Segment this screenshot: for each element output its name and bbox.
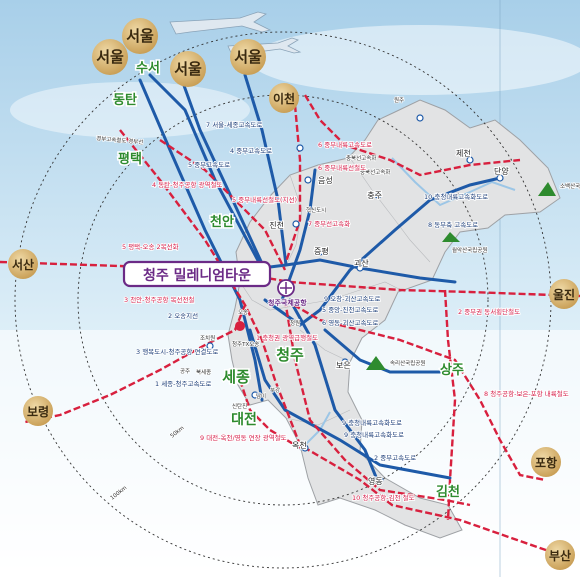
road-label-9b: 9 충청내륙고속화도로 [342, 418, 402, 427]
airport-marker: 청주국제공항 [267, 279, 308, 308]
city-suseo: 수서 [136, 61, 160, 76]
label-chungbuk-line: 충북선고속화 [360, 168, 390, 176]
external-city-seoul-2: 서울 [92, 39, 128, 75]
city-daejeon: 대전 [231, 411, 257, 428]
svg-text:서울: 서울 [234, 48, 262, 66]
svg-text:울진: 울진 [553, 287, 575, 302]
town-cheongwon: 청원 [290, 319, 300, 327]
road-label-10: 10 충청내륙고속화도로 [424, 192, 488, 201]
road-label-9: 9 오창-괴산고속도로 [324, 294, 380, 303]
road-label-5c: 5 중앙-진천고속도로 [322, 305, 378, 314]
city-sangju: 상주 [440, 363, 464, 378]
external-city-icheon: 이천 [269, 83, 299, 113]
road-label-2b: 2 중부고속도로 [374, 454, 416, 462]
external-city-seoul-4: 서울 [230, 39, 266, 75]
songnisan-label: 속리산국립공원 [390, 359, 425, 367]
city-cheongju: 청주 [276, 346, 304, 364]
rail-label-4: 4 동탄-청주공항 광역철도 [152, 180, 222, 189]
external-city-busan: 부산 [545, 540, 575, 570]
town-hyeoksin: 혁신도시 [306, 206, 326, 214]
town-nami: 남이 [256, 392, 266, 400]
road-label-2: 2 오송지선 [168, 311, 198, 320]
town-gongju: 공주 [180, 368, 190, 375]
external-city-uljin: 울진 [549, 279, 579, 309]
woraksan-label: 월악산국립공원 [452, 246, 487, 254]
station-dots [206, 114, 504, 484]
external-city-seoul-1: 서울 [122, 18, 158, 54]
town-jeungpyeong: 증평 [314, 246, 329, 256]
town-okcheon: 옥천 [292, 440, 307, 450]
town-bukseojong: 북세종 [196, 368, 211, 376]
road-label-6b: 6 영동-괴산고속도로 [322, 318, 378, 327]
city-sejong: 세종 [222, 368, 250, 386]
town-goesan: 괴산 [354, 258, 369, 268]
city-pyeongtaek: 평택 [118, 151, 142, 167]
road-label-9c: 9 충청내륙고속화도로 [344, 430, 404, 439]
airplane-icon [169, 11, 272, 35]
city-cheonan: 천안 [210, 214, 234, 230]
town-chungju: 충주 [367, 191, 382, 200]
town-wonju: 원주 [394, 96, 404, 104]
road-label-6: 6 중부내륙고속도로 [318, 140, 372, 149]
road-label-7a: 7 서울-세종고속도로 [206, 120, 262, 129]
town-danyang: 단양 [494, 166, 509, 176]
svg-text:청주 밀레니엄타운: 청주 밀레니엄타운 [143, 268, 251, 284]
label-chungbuk-hsr: 충북선고속화 [346, 154, 376, 162]
road-label-5: 5 중부고속도로 [188, 161, 230, 169]
rail-label-2: 2 중부권 동서횡단철도 [458, 307, 520, 316]
mountain-icon [366, 182, 556, 370]
town-osong: 오송 [238, 308, 248, 316]
svg-text:포항: 포항 [535, 455, 557, 470]
svg-text:보령: 보령 [27, 405, 49, 419]
rail-label-1: 1 충청권 광역급행철도 [256, 333, 318, 342]
svg-text:부산: 부산 [549, 548, 571, 563]
external-city-seosan: 서산 [8, 249, 38, 279]
town-jincheon: 진천 [269, 220, 284, 230]
external-city-seoul-3: 서울 [170, 51, 206, 87]
project-title-box: 청주 밀레니엄타운 [122, 260, 272, 288]
rail-label-3: 3 천안-청주공항 복선전철 [124, 295, 194, 304]
road-label-4: 4 중부고속도로 [230, 147, 272, 155]
road-label-3: 3 행복도시-청주공항 연결도로 [136, 347, 218, 356]
town-sintanjin: 신탄진 [232, 402, 247, 410]
svg-text:서산: 서산 [12, 257, 34, 272]
town-jochiwon: 조치원 [200, 334, 215, 342]
rail-label-5: 5 평택-오송 2복선화 [122, 242, 179, 251]
rail-label-5b: 5 중부내륙선철도(지선) [232, 195, 297, 204]
svg-text:서울: 서울 [174, 60, 202, 78]
town-eumseong: 음성 [318, 176, 333, 185]
rail-label-10: 10 청주공항-김천 철도 [352, 493, 415, 502]
osong-station-icon [235, 321, 245, 331]
road-label-1: 1 세종-청주고속도로 [155, 379, 211, 388]
town-yeongdong: 영동 [368, 476, 383, 486]
city-dongtan: 동탄 [113, 92, 137, 108]
external-city-boryeong: 보령 [23, 396, 53, 426]
road-label-7b: 7 중부선고속화 [308, 219, 350, 228]
highway-network [138, 73, 502, 484]
road-label-8: 8 동부축 고속도로 [428, 220, 478, 229]
town-bugang: 부강 [270, 387, 280, 394]
town-jecheon: 제천 [456, 148, 471, 158]
external-city-pohang: 포항 [531, 447, 561, 477]
svg-text:이천: 이천 [273, 91, 295, 106]
rail-label-6: 6 중부내륙선철도 [318, 163, 366, 172]
rail-label-8: 8 청주공항-보은-포항 내륙철도 [484, 389, 569, 398]
station-osong-ktx: 청주TX오송 [232, 340, 259, 348]
city-gimcheon: 김천 [436, 485, 460, 500]
railway-network [0, 94, 580, 557]
sobaeksan-label: 소백산국립공원 [560, 182, 580, 190]
svg-text:청주국제공항: 청주국제공항 [268, 298, 307, 307]
rail-label-9: 9 대전-옥천/영동 연장 광역철도 [200, 433, 287, 442]
svg-text:서울: 서울 [126, 27, 154, 45]
town-boeun: 보은 [336, 361, 351, 370]
svg-text:서울: 서울 [96, 48, 124, 66]
